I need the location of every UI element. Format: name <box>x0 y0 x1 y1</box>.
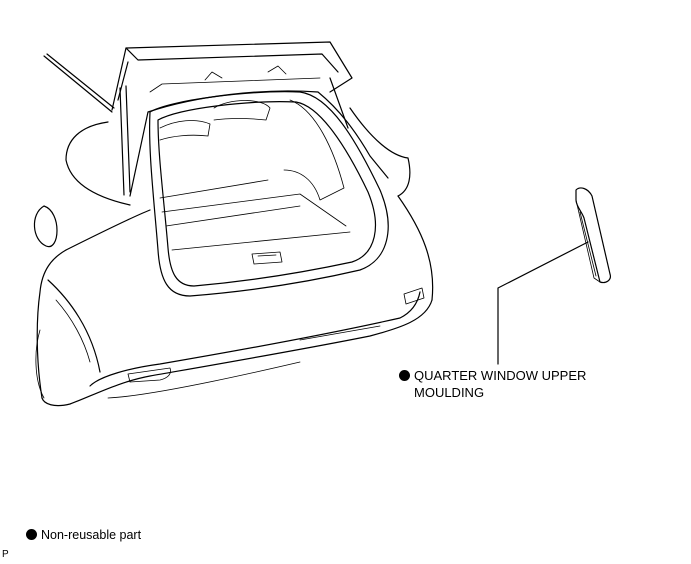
rear-bumper <box>89 287 425 399</box>
car-body <box>33 90 434 407</box>
legend: Non-reusable part <box>26 528 141 542</box>
legend-label: Non-reusable part <box>41 528 142 542</box>
liftgate <box>111 41 353 111</box>
non-reusable-bullet-icon <box>26 529 37 540</box>
gas-struts <box>43 53 349 196</box>
callout-line-1: QUARTER WINDOW UPPER <box>414 368 587 383</box>
part-callout: QUARTER WINDOW UPPER MOULDING <box>399 367 586 401</box>
callout-leader-line <box>497 241 589 365</box>
callout-line-2: MOULDING <box>414 385 485 400</box>
non-reusable-bullet-icon <box>399 370 410 381</box>
quarter-window-upper-moulding-part <box>575 187 611 284</box>
figure-code: P <box>2 549 9 560</box>
cargo-area <box>149 91 389 297</box>
